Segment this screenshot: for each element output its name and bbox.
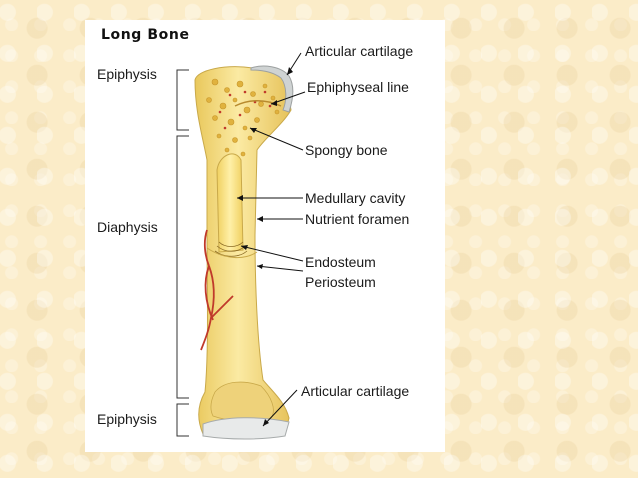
label-epiphyseal-line: Ephiphyseal line bbox=[307, 79, 409, 95]
diagram-title: Long Bone bbox=[101, 27, 190, 43]
section-edge bbox=[206, 247, 258, 258]
label-periosteum: Periosteum bbox=[305, 274, 376, 290]
label-epiphysis-top: Epiphysis bbox=[97, 66, 157, 82]
label-epiphysis-bottom: Epiphysis bbox=[97, 411, 157, 427]
medullary-cavity bbox=[216, 153, 244, 253]
articular-cartilage-bottom bbox=[202, 417, 290, 440]
spongy-bone-texture bbox=[206, 78, 280, 157]
diagram-panel: Long Bone Epiphysis Diaphysis Epiphysis … bbox=[85, 20, 445, 452]
label-diaphysis: Diaphysis bbox=[97, 219, 158, 235]
leader-arrowheads bbox=[237, 67, 293, 426]
label-spongy-bone: Spongy bone bbox=[305, 142, 388, 158]
bone-illustration bbox=[176, 52, 306, 440]
blood-vessels bbox=[200, 229, 234, 351]
label-articular-cartilage-top: Articular cartilage bbox=[305, 43, 414, 59]
label-medullary-cavity: Medullary cavity bbox=[305, 190, 406, 206]
label-endosteum: Endosteum bbox=[305, 254, 376, 270]
label-nutrient-foramen: Nutrient foramen bbox=[305, 211, 410, 227]
articular-cartilage-top bbox=[250, 65, 294, 113]
region-brackets bbox=[176, 69, 189, 437]
label-articular-cartilage-bottom: Articular cartilage bbox=[301, 383, 410, 399]
